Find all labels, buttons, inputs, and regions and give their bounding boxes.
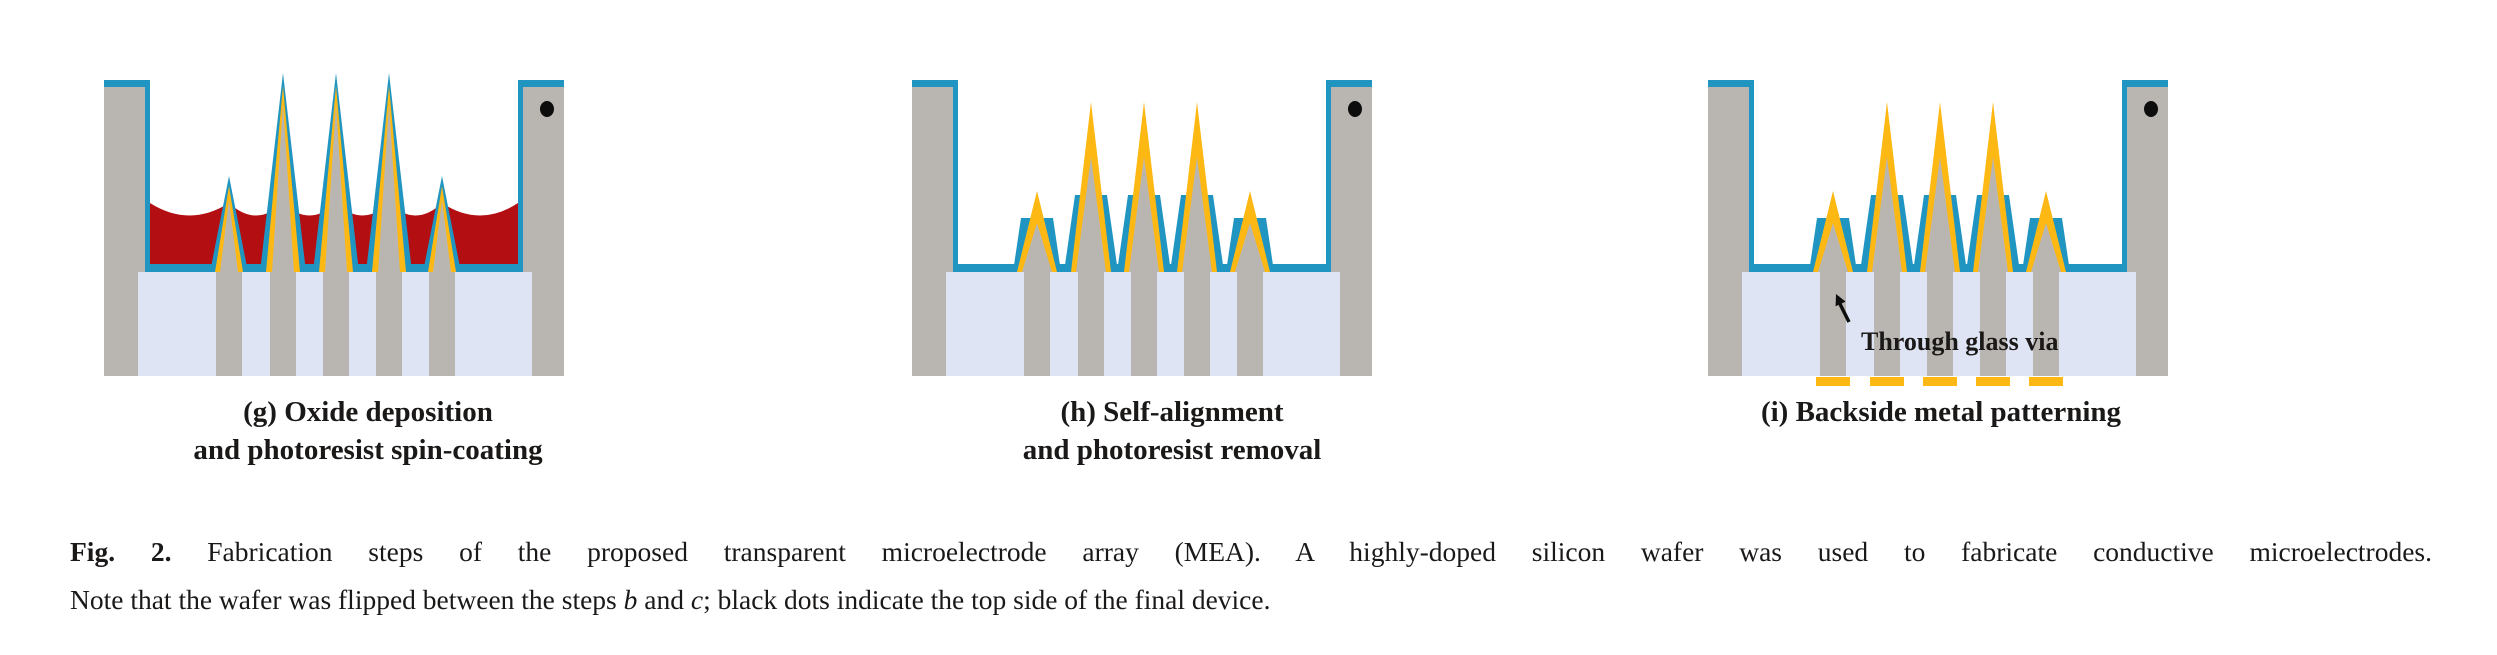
backside-metal-pad [1923, 377, 1957, 386]
wafer-rim-lower-left [1708, 272, 1742, 376]
through-glass-via [1874, 272, 1900, 376]
backside-metal-pad [1816, 377, 1850, 386]
wafer-rim-lower-right [532, 272, 564, 376]
panel-g-caption-line1: (g) Oxide deposition [243, 396, 493, 428]
spike-silicon-core [1022, 223, 1052, 272]
annotation-arrow-head [1835, 294, 1846, 307]
through-glass-via [1184, 272, 1210, 376]
spike-silicon-core [272, 104, 294, 272]
wafer-rim-lower-right [2136, 272, 2168, 376]
top-side-dot [2144, 101, 2158, 117]
figure-caption-line1: Fig. 2. Fabrication steps of the propose… [70, 528, 2432, 576]
figure-caption: Fig. 2. Fabrication steps of the propose… [70, 528, 2432, 624]
through-glass-via [1131, 272, 1157, 376]
backside-metal-pad [1976, 377, 2010, 386]
spike-silicon-core [325, 104, 347, 272]
wafer-rim-left [1708, 80, 1754, 272]
wafer-rim-lower-left [912, 272, 946, 376]
through-glass-via [270, 272, 296, 376]
oxide-cap-right [1326, 80, 1372, 87]
spike-silicon-core [1182, 157, 1212, 272]
wafer-rim-lower-right [1340, 272, 1372, 376]
panel-h-diagram [912, 80, 1372, 376]
panel-h-caption-line1: (h) Self-alignment [1060, 396, 1284, 428]
spike-silicon-core [1235, 223, 1265, 272]
panel-i-caption: (i) Backside metal patterning [1691, 393, 2191, 431]
oxide-cap-left [1708, 80, 1754, 87]
through-glass-via [1820, 272, 1846, 376]
through-glass-via [1078, 272, 1104, 376]
through-glass-via [216, 272, 242, 376]
oxide-wall-left [953, 80, 958, 264]
annotation-arrow-line [1838, 303, 1851, 323]
through-glass-via [1024, 272, 1050, 376]
through-glass-via [1980, 272, 2006, 376]
oxide-cap-right [518, 80, 564, 87]
backside-metal-pad [1870, 377, 1904, 386]
through-glass-via [429, 272, 455, 376]
panel-g-diagram [104, 73, 564, 376]
panel-i-caption-line1: (i) Backside metal patterning [1760, 396, 2122, 428]
backside-metal-pad [2029, 377, 2063, 386]
oxide-cap-right [2122, 80, 2168, 87]
top-side-dot [540, 101, 554, 117]
figure-caption-line2: Note that the wafer was flipped between … [70, 584, 1271, 615]
oxide-wall-right [1326, 80, 1331, 264]
top-side-dot [1348, 101, 1362, 117]
spike-silicon-core [1872, 157, 1902, 272]
oxide-cap-left [104, 80, 150, 87]
oxide-wall-left [145, 80, 150, 264]
spike-silicon-core [1818, 223, 1848, 272]
panel-g-caption: (g) Oxide deposition and photoresist spi… [168, 393, 568, 469]
figure-caption-label: Fig. 2. [70, 536, 172, 567]
wafer-rim-left [912, 80, 958, 272]
oxide-wall-right [518, 80, 523, 264]
panel-g-caption-line2: and photoresist spin-coating [193, 434, 543, 466]
oxide-wall-left [1749, 80, 1754, 264]
through-glass-via [376, 272, 402, 376]
spike-silicon-core [1925, 157, 1955, 272]
through-glass-via [2033, 272, 2059, 376]
spike-silicon-core [1129, 157, 1159, 272]
spike-silicon-core [2031, 223, 2061, 272]
wafer-rim-left [104, 80, 150, 272]
spike-silicon-core [1978, 157, 2008, 272]
through-glass-via [1237, 272, 1263, 376]
figure-caption-text: Fabrication steps of the proposed transp… [207, 536, 2432, 567]
wafer-rim-lower-left [104, 272, 138, 376]
spike-silicon-core [1076, 157, 1106, 272]
through-glass-via [323, 272, 349, 376]
panel-i-diagram: Through glass via [1708, 80, 2168, 386]
spike-silicon-core [433, 200, 451, 272]
spike-silicon-core [220, 200, 238, 272]
panel-h-caption-line2: and photoresist removal [1022, 434, 1322, 466]
through-glass-via [1927, 272, 1953, 376]
spike-silicon-core [378, 104, 400, 272]
oxide-wall-right [2122, 80, 2127, 264]
through-glass-via-label: Through glass via [1861, 327, 2058, 356]
oxide-cap-left [912, 80, 958, 87]
panel-h-caption: (h) Self-alignment and photoresist remov… [972, 393, 1372, 469]
